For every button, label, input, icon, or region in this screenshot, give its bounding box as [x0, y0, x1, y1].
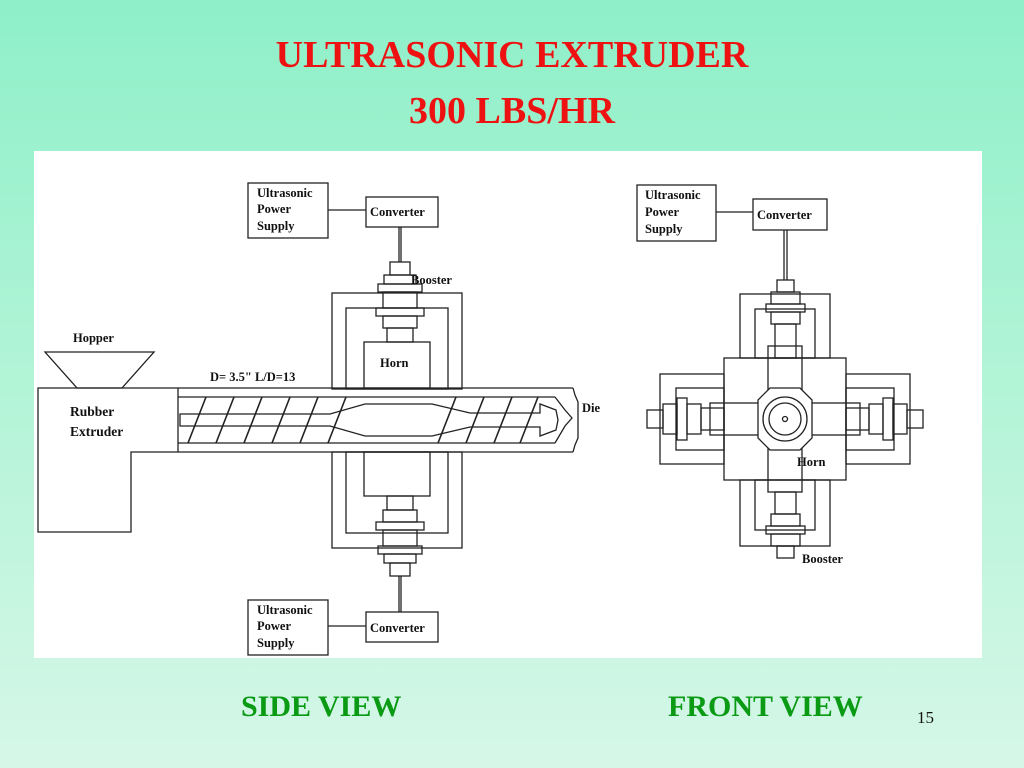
ups-top-label-2: Power	[257, 202, 291, 216]
page-number: 15	[917, 708, 934, 727]
front-view-caption: FRONT VIEW	[668, 690, 863, 723]
clamp-frame-top	[331, 292, 463, 390]
booster-label: Booster	[411, 273, 452, 287]
hopper-label: Hopper	[73, 331, 114, 345]
die-label: Die	[582, 401, 601, 415]
fv-ups-label-2: Power	[645, 205, 679, 219]
converter-top-label: Converter	[370, 205, 425, 219]
booster-top	[375, 261, 425, 343]
converter-bottom-label: Converter	[370, 621, 425, 635]
slide-subtitle: 300 LBS/HR	[409, 90, 615, 132]
ups-bottom-label-2: Power	[257, 619, 291, 633]
fv-die-orifice	[781, 415, 789, 423]
horn-label: Horn	[380, 356, 409, 370]
fv-ups-box	[636, 184, 717, 242]
fv-horn-label: Horn	[797, 455, 826, 469]
fv-converter-label: Converter	[757, 208, 812, 222]
ups-bottom-label-3: Supply	[257, 636, 295, 650]
fv-booster-bottom	[765, 491, 806, 559]
extruder-barrel	[178, 387, 579, 453]
fv-booster-top	[765, 279, 806, 359]
fv-ups-label-3: Supply	[645, 222, 683, 236]
fv-booster-right	[845, 397, 924, 441]
ups-box-bottom	[247, 599, 329, 656]
ups-top-label-3: Supply	[257, 219, 295, 233]
front-view-drawing	[636, 184, 924, 559]
fv-booster-left	[646, 397, 725, 441]
side-view-drawing	[37, 182, 579, 656]
hopper-shape	[43, 351, 156, 389]
extruder-screw	[179, 396, 559, 444]
slide-title: ULTRASONIC EXTRUDER	[275, 34, 749, 76]
side-view-caption: SIDE VIEW	[241, 690, 402, 723]
fv-ups-label-1: Ultrasonic	[645, 188, 701, 202]
converter-box-top	[365, 196, 439, 228]
ups-top-label-1: Ultrasonic	[257, 186, 313, 200]
die-shape	[554, 396, 573, 444]
clamp-frame-bottom	[331, 451, 463, 549]
converter-box-bottom	[365, 611, 439, 643]
extruder-diagram: Ultrasonic Power Supply Converter Booste…	[37, 182, 924, 656]
horn-bottom	[363, 451, 431, 497]
ups-bottom-label-1: Ultrasonic	[257, 603, 313, 617]
diagram-panel: Ultrasonic Power Supply Converter Booste…	[34, 151, 982, 658]
fv-clamp-bottom	[739, 479, 831, 547]
rubber-extruder-label-2: Extruder	[70, 424, 123, 439]
booster-bottom	[375, 495, 425, 577]
dimensions-label: D= 3.5" L/D=13	[210, 370, 295, 384]
fv-booster-label: Booster	[802, 552, 843, 566]
rubber-extruder-label-1: Rubber	[70, 404, 114, 419]
fv-converter-box	[752, 198, 828, 231]
